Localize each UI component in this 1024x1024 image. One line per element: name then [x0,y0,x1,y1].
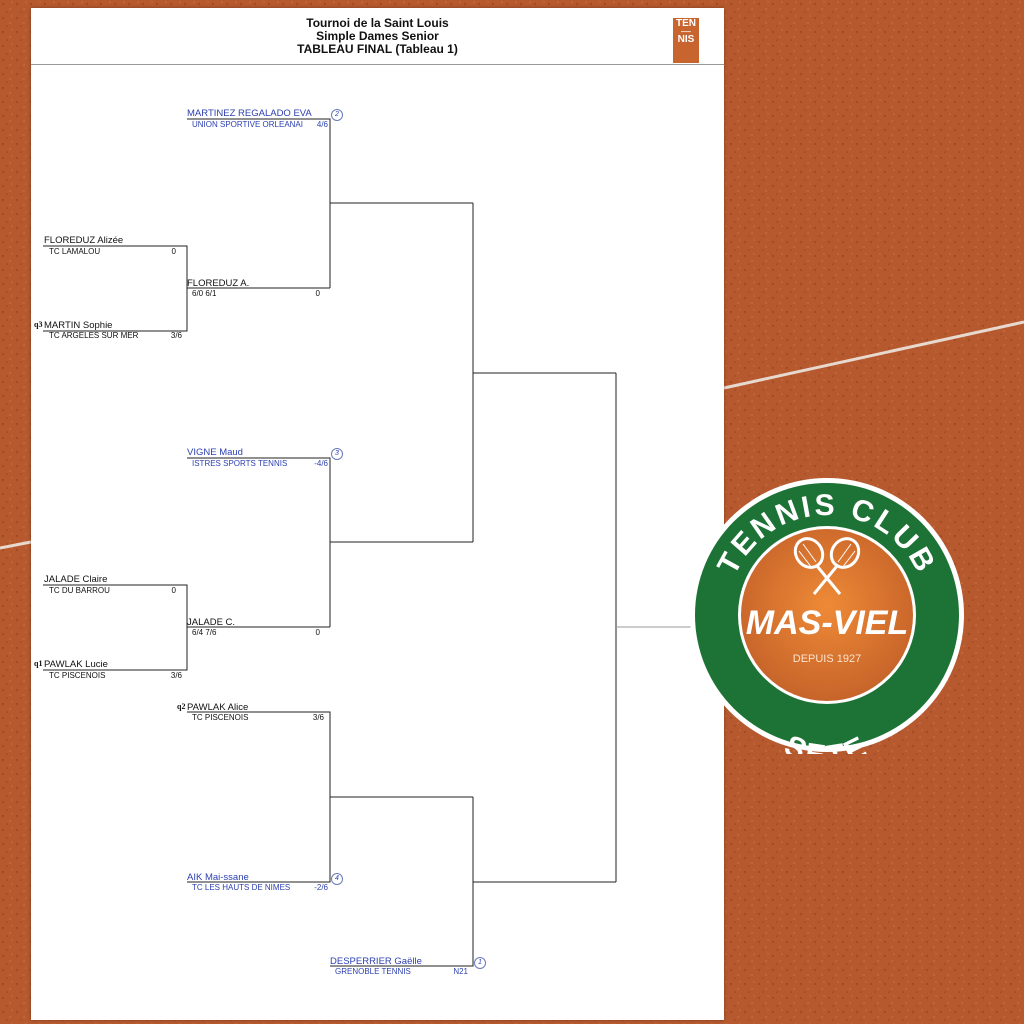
player-score: 3/6 [170,331,182,340]
player-score: -2/6 [314,883,328,892]
player-name: PAWLAK Alice [187,702,249,713]
qualifier-label: q2 [177,702,186,711]
tournament-title: Tournoi de la Saint Louis [306,16,449,30]
player-club: TC PISCENOIS [192,713,249,722]
player-club: ISTRES SPORTS TENNIS [192,459,288,468]
player-score: 0 [171,247,176,256]
player-club: GRENOBLE TENNIS [335,967,411,976]
logo-orange-center [741,529,913,701]
player-score: 0 [171,586,176,595]
player-name: JALADE Claire [44,574,108,585]
match-result: 6/0 6/1 [192,289,217,298]
court-line [723,320,1024,390]
player-score: N21 [453,967,468,976]
player-name: DESPERRIER Gaëlle [330,956,422,967]
tennis-club-mas-viel-logo: TENNIS CLUB SETE MAS-VIEL DEPUIS 1927 [690,478,964,754]
logo-club-name: MAS-VIEL [746,604,908,642]
crossed-rackets-icon [793,537,861,595]
logo-text-bottom: NIS [677,34,695,45]
player-club: TC LES HAUTS DE NIMES [192,883,291,892]
seed-badge: 2 [331,109,343,121]
player-club: TC ARGELES SUR MER [49,331,139,340]
player-score: 0 [315,289,320,298]
player-name: AIK Mai-ssane [187,872,249,883]
tennis-federation-logo: TEN ━━━━ NIS [673,18,699,63]
player-score: -4/6 [314,459,328,468]
player-name: FLOREDUZ A. [187,278,250,289]
player-name: VIGNE Maud [187,447,243,458]
player-name: FLOREDUZ Alizée [44,235,124,246]
qualifier-label: q1 [34,659,43,668]
qualifier-label: q3 [34,320,43,329]
draw-title: TABLEAU FINAL (Tableau 1) [297,42,458,56]
player-name: MARTINEZ REGALADO EVA [187,108,312,119]
player-score: 3/6 [170,671,182,680]
player-club: TC DU BARROU [49,586,110,595]
logo-since-text: DEPUIS 1927 [793,653,861,665]
player-score: 4/6 [316,120,328,129]
seed-badge: 3 [331,448,343,460]
event-title: Simple Dames Senior [316,29,439,43]
logo-text-top: TEN [676,18,696,29]
match-result: 6/4 7/6 [192,628,217,637]
player-name: PAWLAK Lucie [44,659,108,670]
player-club: TC LAMALOU [49,247,101,256]
player-club: UNION SPORTIVE ORLEANAI [192,120,303,129]
seed-badge: 1 [474,957,486,969]
player-score: 0 [315,628,320,637]
draw-sheet: Tournoi de la Saint Louis Simple Dames S… [31,8,724,1020]
player-name: MARTIN Sophie [44,320,113,331]
player-score: 3/6 [312,713,324,722]
player-name: JALADE C. [187,617,236,628]
player-club: TC PISCENOIS [49,671,106,680]
seed-badge: 4 [331,873,343,885]
header-divider [31,64,724,65]
